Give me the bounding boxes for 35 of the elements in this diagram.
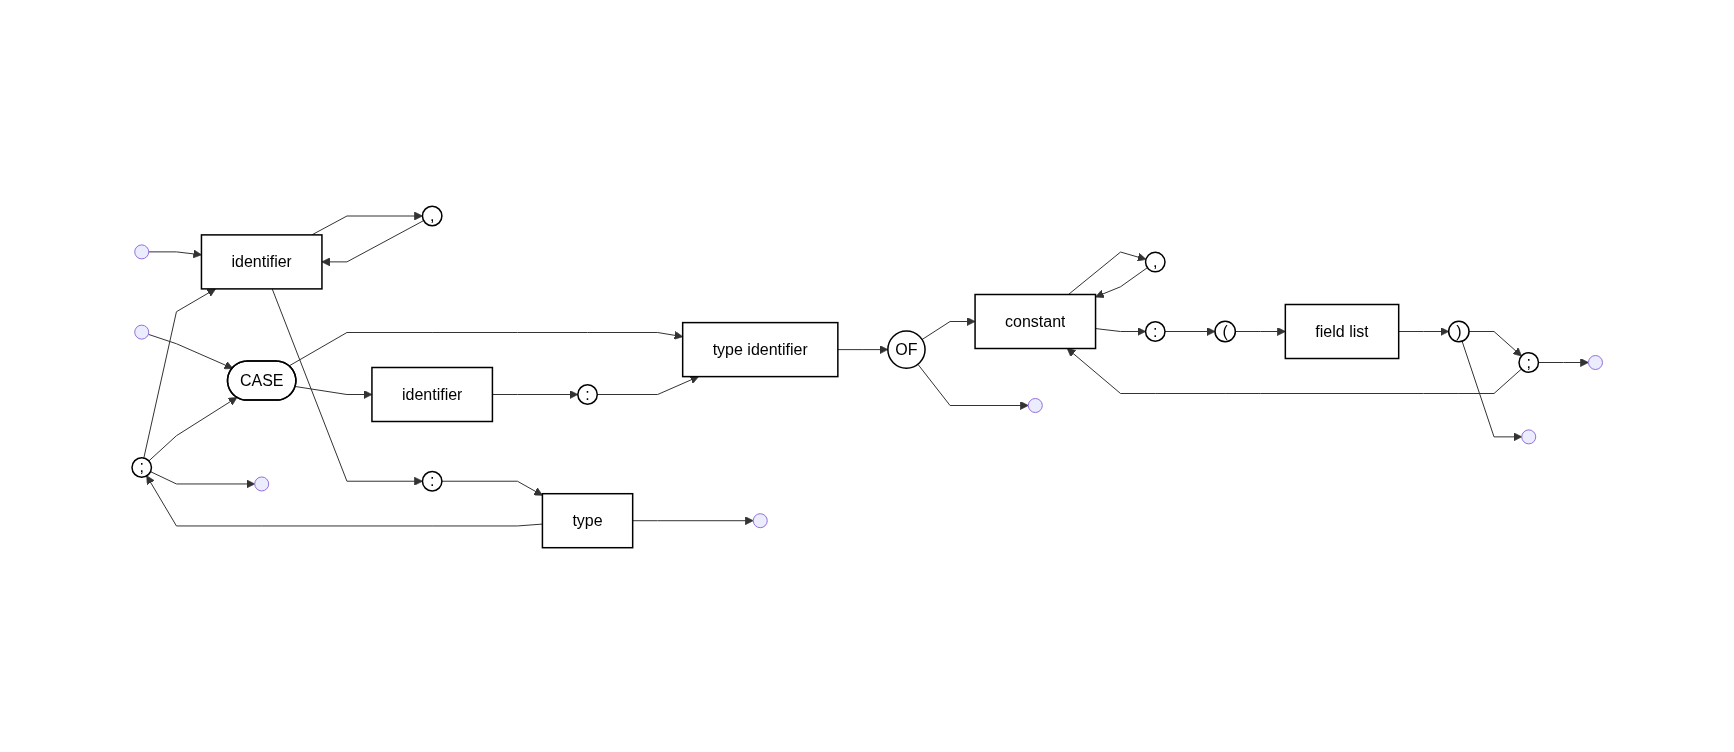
node-box: type [541, 493, 634, 549]
arrow [917, 363, 1029, 411]
node-box: identifier [200, 234, 323, 290]
arrow [1067, 251, 1147, 296]
node-circle: : [421, 470, 443, 492]
node-box: identifier [370, 366, 493, 423]
node-circle: , [421, 205, 443, 227]
arrow [837, 345, 888, 355]
arrow [311, 211, 423, 236]
arrow [1461, 340, 1522, 442]
arrow [148, 397, 238, 462]
node-circle: ( [1214, 320, 1236, 343]
node-circle: OF [886, 330, 926, 370]
arrow [321, 220, 424, 267]
node-circle: ) [1447, 320, 1470, 343]
arrow [271, 288, 423, 486]
arrow [147, 334, 233, 370]
arrow [288, 331, 683, 367]
node-circle: : [1144, 321, 1166, 343]
arrow [148, 249, 202, 259]
arrow [1066, 348, 1522, 395]
node-circle: ; [131, 457, 152, 479]
arrow [441, 480, 543, 496]
node-box: constant [974, 293, 1097, 350]
node-circle: : [576, 384, 598, 406]
node-box: type identifier [681, 322, 839, 378]
node-circle: , [1144, 251, 1166, 273]
node-box: field list [1284, 303, 1400, 360]
arrow [146, 475, 543, 527]
arrow [1164, 327, 1216, 337]
arrow [149, 471, 255, 489]
node-circle: ; [1518, 352, 1539, 374]
arrow [143, 288, 216, 459]
arrow [1468, 331, 1522, 357]
arrow [1094, 267, 1148, 299]
